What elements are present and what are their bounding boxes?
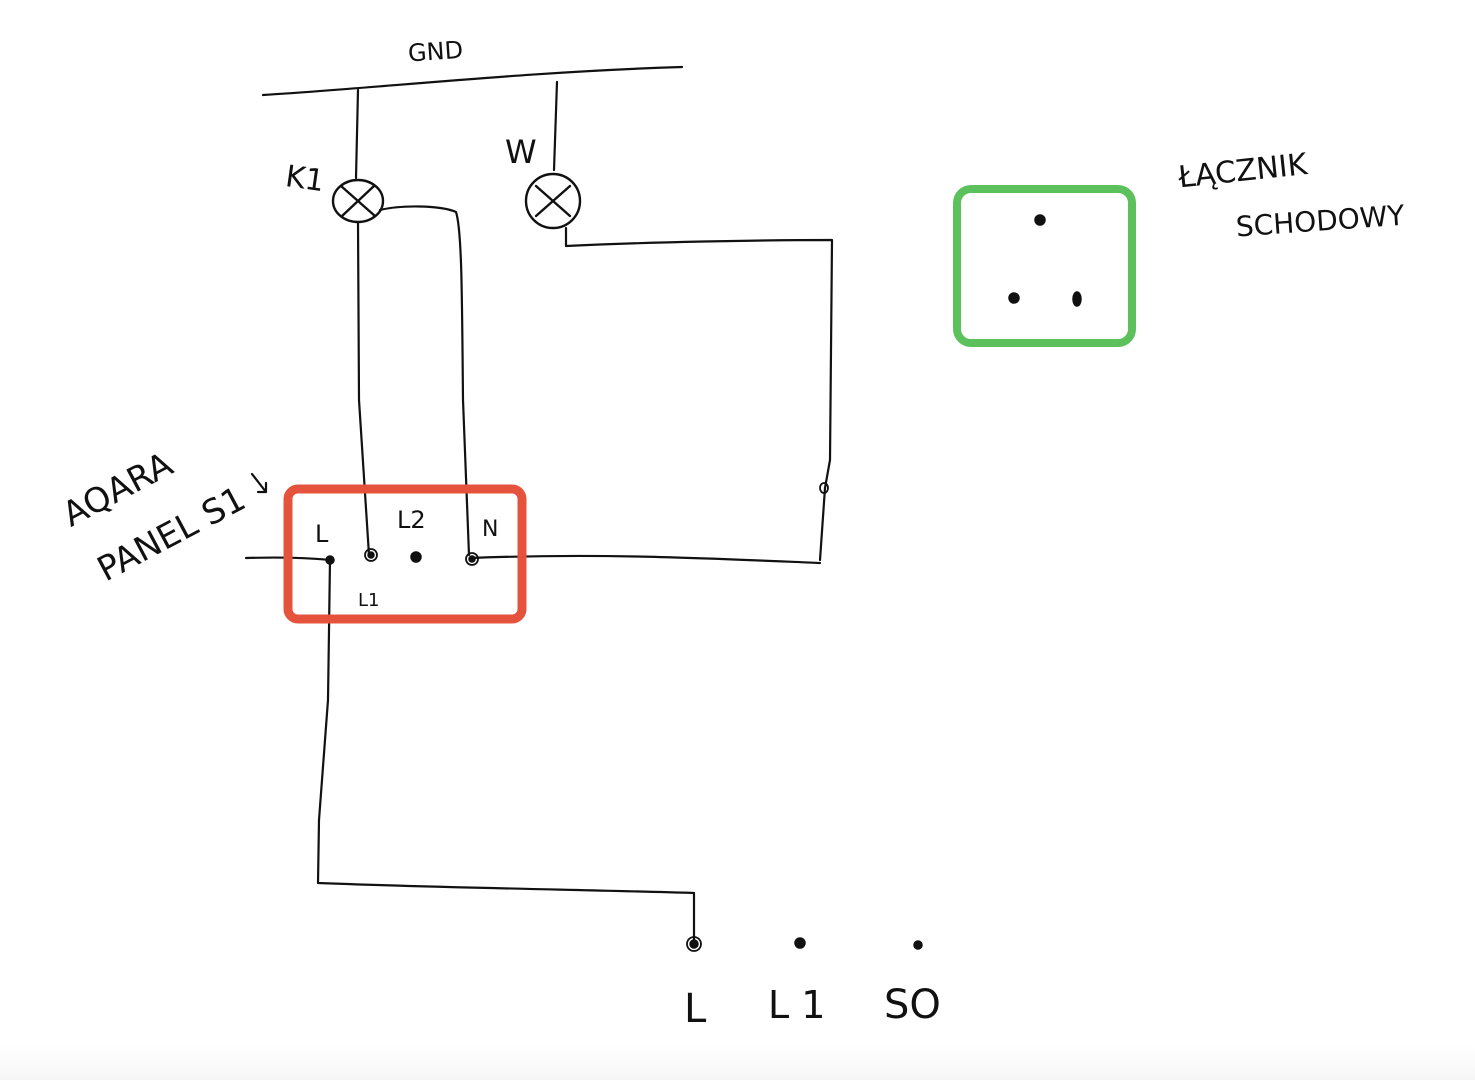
junction-dot xyxy=(819,482,829,494)
wire-l-to-switch xyxy=(316,558,696,945)
lamp-w-icon xyxy=(524,172,582,230)
switch-terminal-so xyxy=(913,940,923,950)
aqara-pointer-arrow xyxy=(250,472,268,494)
switch-terminal-l1 xyxy=(794,937,806,949)
panel-terminal-l xyxy=(325,555,335,565)
gnd-bus-line xyxy=(261,65,684,97)
switch-terminal-l xyxy=(686,936,702,952)
wire-l-input xyxy=(244,556,332,562)
aqara-panel-box xyxy=(283,484,527,624)
panel-terminal-l2 xyxy=(410,551,422,563)
switch-terminal-label-l: L xyxy=(684,986,707,1032)
panel-label-n: N xyxy=(482,517,498,542)
staircase-switch-box xyxy=(953,185,1136,347)
panel-label-l1: L1 xyxy=(358,590,379,611)
switch-box-terminal-right xyxy=(1072,291,1082,307)
switch-label-line2: SCHODOWY xyxy=(1235,199,1407,244)
lamp-w-label: W xyxy=(505,133,537,171)
wire-k1-to-n xyxy=(378,205,471,557)
switch-box-terminal-left xyxy=(1008,292,1020,304)
gnd-drop-w xyxy=(552,80,559,172)
panel-terminal-n xyxy=(465,552,479,566)
panel-terminal-l1 xyxy=(364,548,378,562)
panel-label-l2: L2 xyxy=(397,506,426,534)
wire-w-to-right xyxy=(564,226,834,562)
panel-terminal-l1-dot xyxy=(367,551,375,559)
gnd-drop-k1 xyxy=(354,88,360,180)
lamp-k1-icon xyxy=(331,178,385,224)
gnd-label: GND xyxy=(407,36,464,68)
switch-label-line1: ŁĄCZNIK xyxy=(1176,147,1311,196)
lamp-k1-label: K1 xyxy=(283,159,326,199)
switch-box-terminal-top xyxy=(1034,214,1046,226)
panel-label-l: L xyxy=(315,520,329,548)
switch-terminal-label-l1: L 1 xyxy=(768,983,825,1027)
switch-terminal-label-so: SO xyxy=(884,982,941,1028)
panel-terminal-n-dot xyxy=(468,555,476,563)
wire-k1-to-l1 xyxy=(356,220,371,557)
switch-terminal-l-dot xyxy=(689,939,699,949)
bottom-shadow xyxy=(0,1045,1475,1080)
